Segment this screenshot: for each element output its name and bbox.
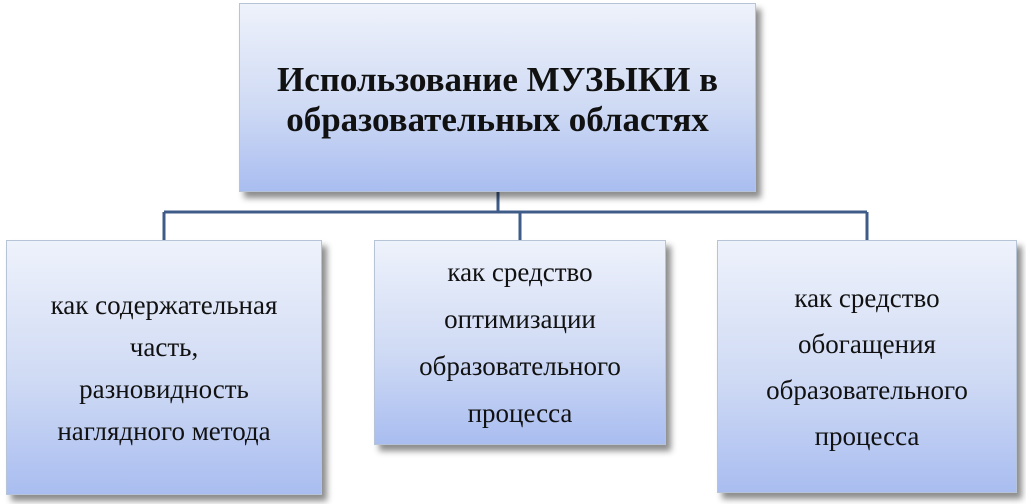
root-node-label: Использование МУЗЫКИ в образовательных о… xyxy=(277,59,718,139)
child-node-optimization: как средство оптимизации образовательног… xyxy=(374,240,666,445)
child-node-enrichment: как средство обогащения образовательного… xyxy=(717,240,1017,493)
child-node-label: как средство оптимизации образовательног… xyxy=(419,256,621,428)
root-node: Использование МУЗЫКИ в образовательных о… xyxy=(239,3,756,192)
child-node-content-part: как содержательная часть, разновидность … xyxy=(6,240,322,495)
child-node-label: как средство обогащения образовательного… xyxy=(766,282,968,451)
child-node-label: как содержательная часть, разновидность … xyxy=(50,289,278,446)
